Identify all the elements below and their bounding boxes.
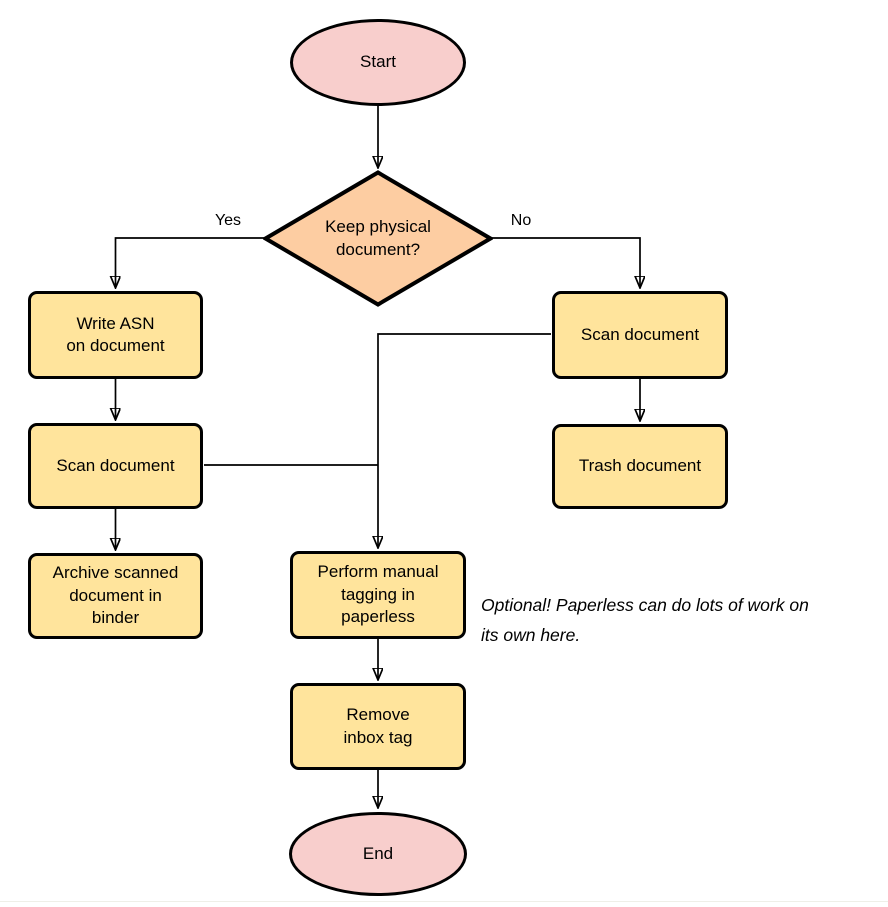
node-trash-document: Trash document (552, 424, 728, 509)
node-write-asn: Write ASN on document (28, 291, 203, 379)
note-text: Optional! Paperless can do lots of work … (481, 595, 809, 645)
node-decision-label: Keep physical document? (325, 217, 431, 259)
node-manual-tagging: Perform manual tagging in paperless (290, 551, 466, 639)
node-scan-document-right: Scan document (552, 291, 728, 379)
edge-decision-no (492, 237, 640, 287)
node-remove-inbox-tag: Remove inbox tag (290, 683, 466, 770)
node-start: Start (290, 19, 466, 106)
diamond-shape (263, 170, 493, 307)
edge-decision-yes (116, 237, 264, 287)
edge-label-no: No (510, 212, 532, 229)
node-archive-binder: Archive scanned document in binder (28, 553, 203, 639)
edge-label-yes: Yes (214, 212, 242, 229)
edge-scanright-tagging (378, 333, 551, 547)
node-decision: Keep physical document? (263, 170, 493, 307)
bottom-divider (0, 901, 888, 902)
node-end: End (289, 812, 467, 896)
node-scan-document-left: Scan document (28, 423, 203, 509)
